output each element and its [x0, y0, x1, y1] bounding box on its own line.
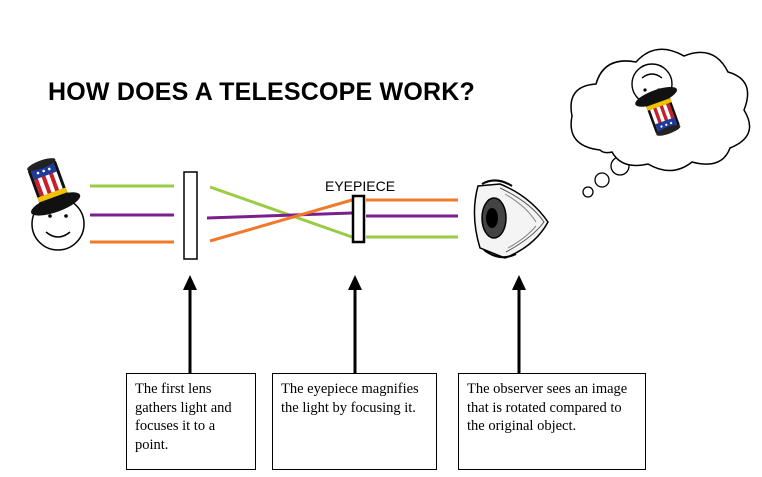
eyepiece-note: The eyepiece magnifies the light by focu… [272, 373, 437, 470]
incoming-rays [90, 184, 174, 244]
eyepiece-label: EYEPIECE [325, 178, 396, 194]
orange-ray-crossing [209, 198, 353, 243]
first-lens [183, 171, 198, 260]
eyepiece-lens [351, 194, 366, 244]
green-ray-crossing [209, 185, 353, 239]
thought-bubble-icon [570, 48, 751, 198]
outgoing-rays [366, 198, 458, 239]
purple-ray-crossing [206, 211, 353, 220]
page-title: HOW DOES A TELESCOPE WORK? [48, 78, 475, 106]
pointer-arrows [183, 275, 526, 373]
first-lens-note: The first lens gathers light and focuses… [126, 373, 256, 470]
observer-note: The observer sees an image that is rotat… [458, 373, 646, 470]
eye-icon [473, 179, 549, 259]
object-figure [15, 151, 85, 251]
crossing-rays [206, 185, 353, 243]
